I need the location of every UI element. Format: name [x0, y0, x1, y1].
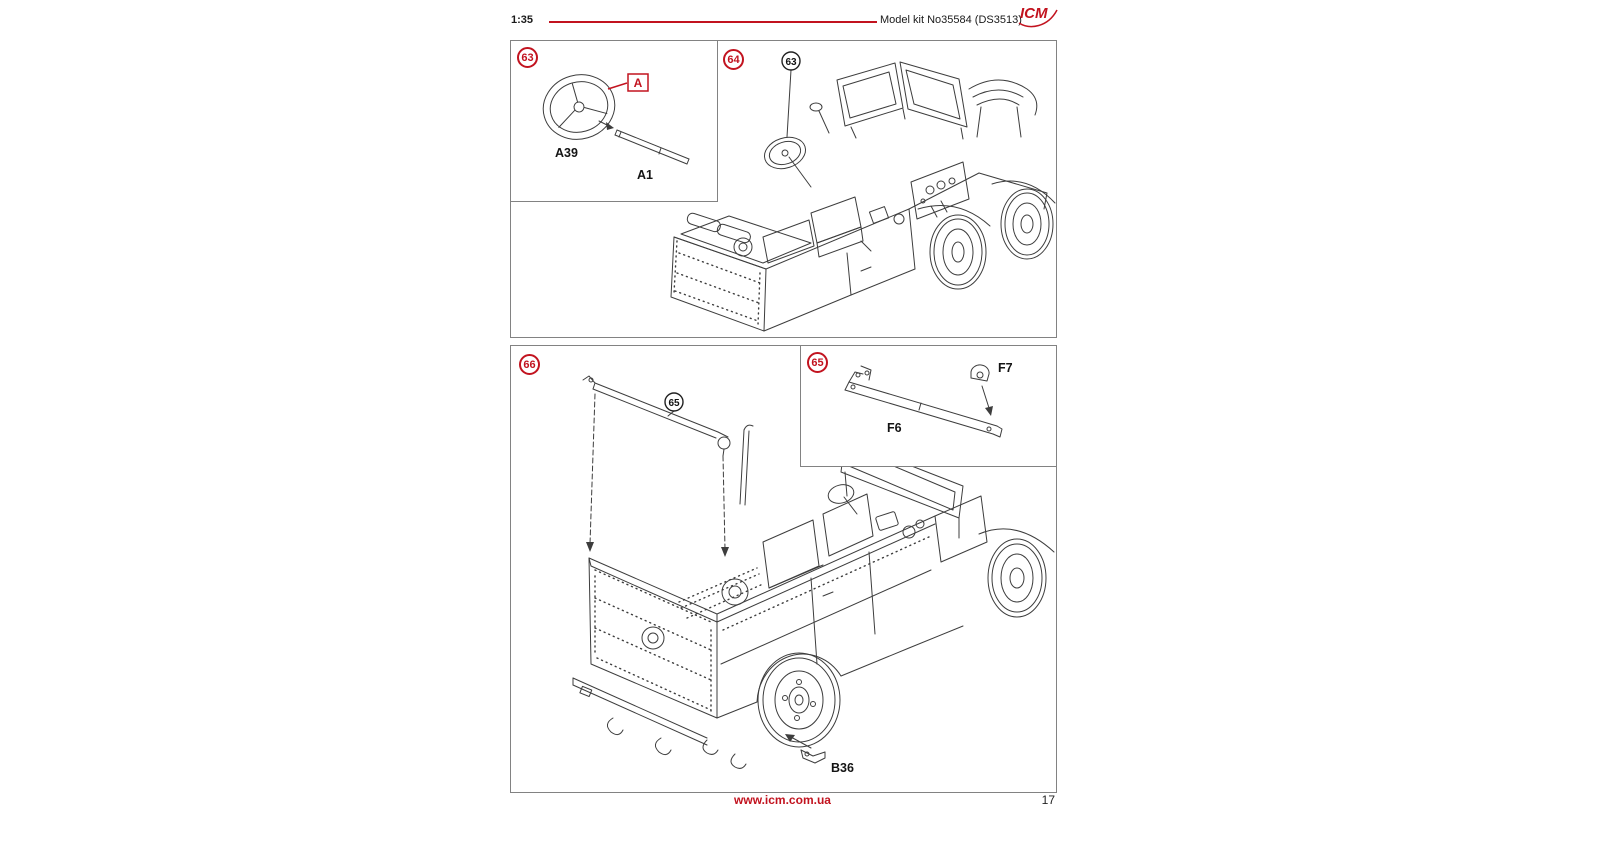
part-label-a39: A39 — [555, 146, 578, 160]
vehicle-drawing-step64: 63 — [670, 51, 1056, 332]
callout-65: 65 — [664, 392, 684, 412]
header-rule — [549, 21, 877, 23]
callout-63: 63 — [781, 51, 801, 71]
part-label-f7: F7 — [998, 361, 1013, 375]
steering-wheel-drawing: A A39 A1 — [542, 73, 690, 182]
part-label-b36: B36 — [831, 761, 854, 775]
kit-title: Model kit No35584 (DS3513) — [880, 14, 1022, 26]
parts-f6-f7-drawing: F7 F6 — [844, 361, 1013, 438]
footer-url: www.icm.com.ua — [734, 793, 831, 807]
callout-65-number: 65 — [668, 398, 680, 409]
part-label-a1: A1 — [637, 168, 653, 182]
step-number-64: 64 — [723, 49, 744, 70]
icm-logo-swoosh — [1018, 9, 1058, 28]
icm-logo: ICM — [1018, 3, 1058, 31]
step-63-inset: A A39 A1 63 — [511, 41, 718, 202]
callout-63-number: 63 — [785, 57, 797, 68]
assembly-letter-callout: A — [607, 73, 649, 92]
step-number-63: 63 — [517, 47, 538, 68]
step-64-panel: 63 64 — [510, 40, 1057, 338]
icm-logo-icon: ICM — [1018, 5, 1058, 28]
part-label-f6: F6 — [887, 421, 902, 435]
step-65-inset: F7 F6 65 — [800, 346, 1056, 467]
scale-label: 1:35 — [511, 14, 534, 26]
step-number-66: 66 — [519, 354, 540, 375]
assembly-letter: A — [634, 76, 643, 90]
icm-logo-text: ICM — [1020, 5, 1048, 22]
step-66-panel: 65 B36 66 — [510, 345, 1057, 793]
step-number-65: 65 — [807, 352, 828, 373]
page-number: 17 — [1041, 793, 1055, 807]
